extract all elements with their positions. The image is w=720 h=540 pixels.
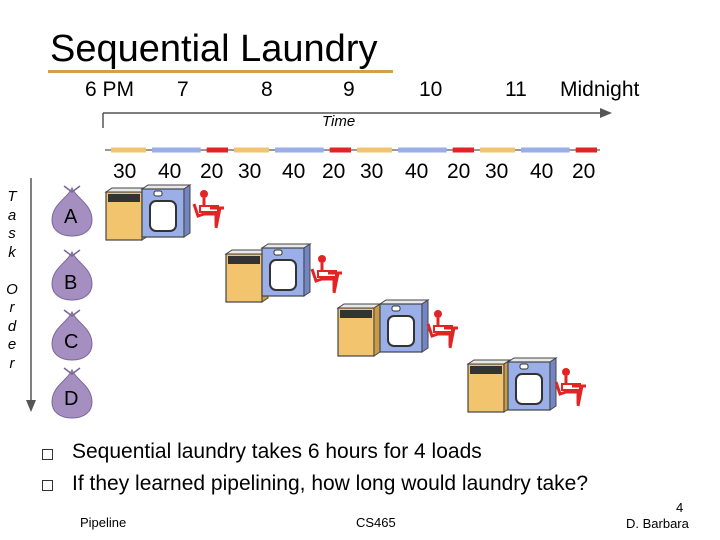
bullet-marker	[42, 480, 53, 491]
washer-c	[338, 304, 380, 356]
dryer-c	[380, 300, 428, 352]
dryer-a	[142, 185, 190, 237]
dryer-b	[262, 244, 310, 296]
folder-a	[194, 190, 224, 228]
footer-author: D. Barbara	[626, 516, 689, 531]
folder-b	[312, 255, 342, 293]
footer-left: Pipeline	[80, 515, 126, 530]
dryer-d	[508, 358, 556, 410]
bullet-text-2: If they learned pipelining, how long wou…	[72, 472, 588, 496]
footer-center: CS465	[356, 515, 396, 530]
bullet-text-1: Sequential laundry takes 6 hours for 4 l…	[72, 440, 482, 464]
bullet-marker	[42, 449, 53, 460]
folder-d	[556, 368, 586, 406]
page-number: 4	[676, 500, 683, 515]
folder-c	[428, 310, 458, 348]
washer-d	[468, 360, 510, 412]
